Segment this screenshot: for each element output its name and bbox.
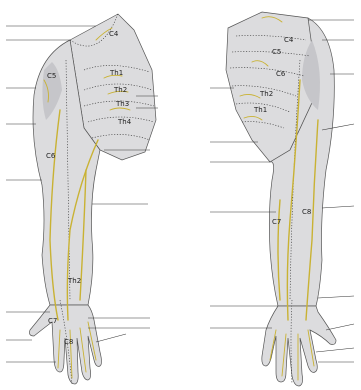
posterior-label-c6: C6: [276, 70, 286, 78]
anterior-label-c8: C8: [64, 338, 73, 346]
posterior-label-c8: C8: [302, 208, 311, 216]
posterior-label-c7: C7: [272, 218, 281, 226]
anterior-label-th3: Th3: [115, 100, 129, 108]
posterior-leader-11: [322, 206, 354, 208]
anterior-label-c6: C6: [46, 152, 56, 160]
posterior-leader-12: [318, 296, 354, 298]
posterior-label-th2: Th2: [259, 90, 273, 98]
posterior-label-c4: C4: [284, 36, 294, 44]
anterior-label-c7: C7: [48, 317, 57, 325]
anterior-label-c4: C4: [109, 30, 119, 38]
anterior-label-th2: Th2: [113, 86, 127, 94]
anterior-label-th4: Th4: [117, 118, 132, 126]
posterior-label-th1: Th1: [253, 106, 267, 114]
posterior-leader-13: [326, 324, 354, 330]
anterior-leader-15: [96, 334, 126, 342]
anterior-arm: C4 C5 Th1 Th2 Th3 Th4 C6 Th2 C7 C8: [6, 14, 158, 384]
anterior-label-c5: C5: [47, 72, 56, 80]
anterior-label-th1: Th1: [109, 69, 123, 77]
posterior-label-c5: C5: [272, 48, 281, 56]
anterior-label-th2-forearm: Th2: [67, 277, 81, 285]
posterior-leader-14: [316, 348, 354, 352]
posterior-arm: C4 C5 C6 Th2 Th1 C7 C8: [210, 12, 354, 386]
